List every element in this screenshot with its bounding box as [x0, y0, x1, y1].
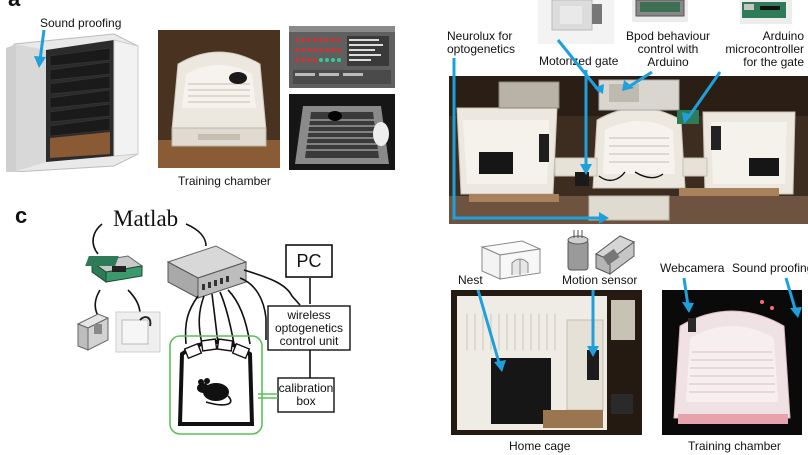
webcamera-label: Webcamera — [660, 261, 725, 275]
matlab-label: Matlab — [113, 206, 179, 231]
mouse-icon — [197, 378, 232, 406]
training-chamber-bottom-label: Training chamber — [688, 439, 781, 453]
arduino-line1: Arduino — [762, 29, 804, 43]
ir-camera-view — [289, 94, 395, 170]
arduino-board — [90, 255, 144, 283]
bpod-inset-photo — [632, 0, 688, 22]
motion-sensor-label: Motion sensor — [562, 273, 638, 287]
sound-proofing-b-label: Sound proofing — [732, 261, 808, 275]
arduino-inset-photo — [740, 0, 792, 24]
arduino-line2: microcontroller — [725, 42, 804, 56]
home-cage-photo — [451, 290, 642, 435]
motion-sensor-drawing — [564, 230, 636, 276]
wireless-line3: control unit — [279, 334, 339, 348]
calibration-line1: calibration — [278, 381, 334, 395]
nest-drawing — [478, 237, 544, 283]
calibration-line2: box — [296, 394, 316, 408]
training-chamber-bottom-photo — [662, 290, 802, 435]
sound-proofing-box-photo — [6, 26, 146, 172]
bpod-line3: Arduino — [647, 55, 689, 69]
arduino-label: Arduino microcontroller for the gate — [700, 30, 804, 69]
panel-a-letter: a — [8, 0, 20, 12]
nest-label: Nest — [458, 273, 483, 287]
panel-c-letter: c — [15, 203, 28, 228]
neurolux-line1: Neurolux for — [447, 29, 513, 43]
home-cage-label: Home cage — [509, 439, 571, 453]
pc-label: PC — [296, 251, 322, 271]
motorized-gate-label: Motorized gate — [539, 54, 619, 68]
bpod-line1: Bpod behaviour — [625, 29, 711, 43]
bpod-control-screenshot — [289, 26, 395, 88]
wireless-line1: wireless — [287, 308, 331, 322]
bpod-label: Bpod behaviour control with Arduino — [622, 30, 714, 69]
gate-inset-photo — [538, 0, 614, 44]
neurolux-line2: optogenetics — [447, 42, 516, 56]
neurolux-label: Neurolux for optogenetics — [447, 30, 515, 56]
training-chamber-photo — [158, 30, 280, 168]
wireless-line2: optogenetics — [274, 321, 344, 335]
training-chamber-label: Training chamber — [178, 174, 271, 188]
setup-overview-photo — [449, 76, 808, 224]
bpod-line2: control with — [637, 42, 699, 56]
wireless-unit-label: wireless optogenetics control unit — [268, 309, 350, 348]
arduino-line3: for the gate — [743, 55, 804, 69]
calibration-box-label: calibration box — [278, 382, 334, 408]
sound-proofing-label: Sound proofing — [40, 16, 122, 30]
